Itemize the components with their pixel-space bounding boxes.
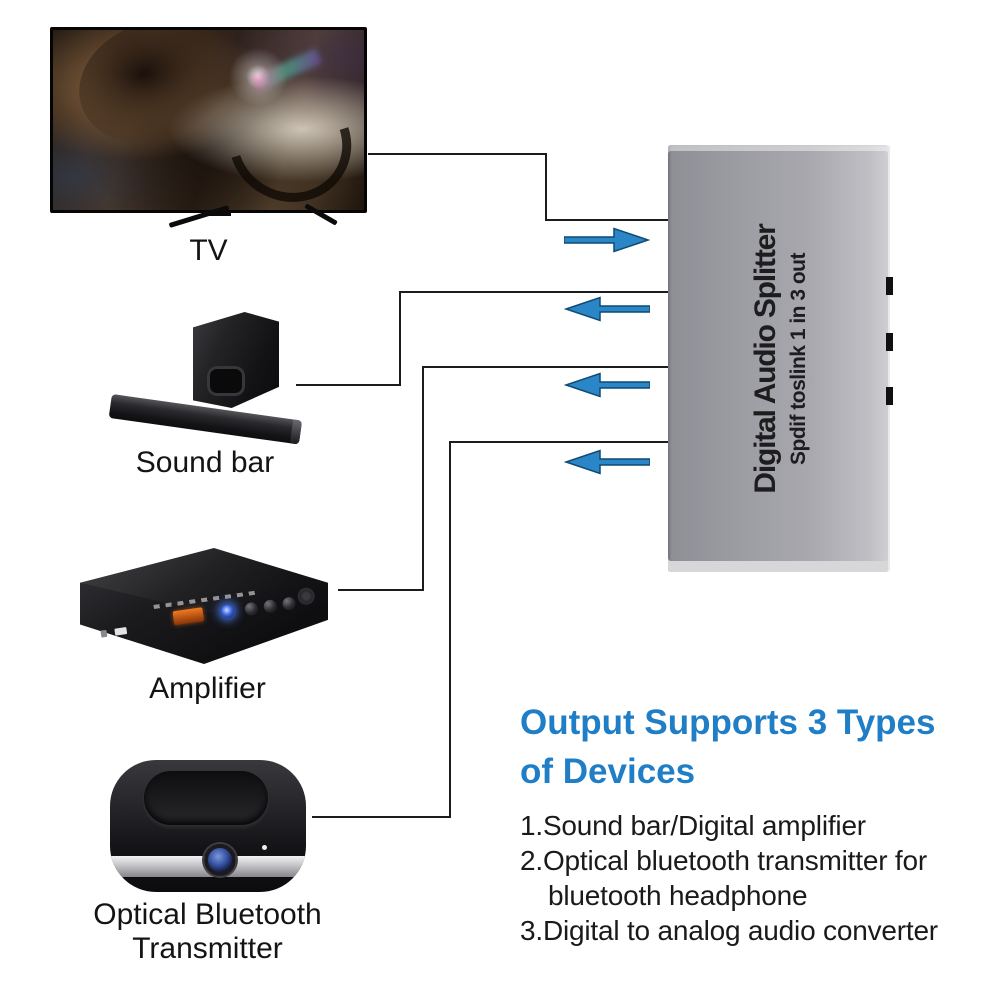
amplifier-grille (296, 586, 316, 606)
subwoofer-image (193, 312, 279, 408)
tv-stand-center (205, 211, 231, 216)
bluetooth-transmitter-button (204, 844, 236, 876)
bluetooth-transmitter-label: Optical Bluetooth Transmitter (60, 898, 355, 966)
wire-bluetooth-horizontal (312, 816, 451, 818)
wire-soundbar-horizontal (296, 384, 401, 386)
wire-amplifier-horizontal (338, 589, 424, 591)
wire-splitter-to-bluetooth (450, 441, 668, 443)
arrow-left-icon (564, 296, 650, 322)
splitter-title: Digital Audio Splitter (749, 223, 782, 494)
bluetooth-transmitter-lid (144, 771, 268, 825)
wire-tv-horizontal (368, 153, 546, 155)
tv-label: TV (189, 234, 228, 267)
soundbar-label: Sound bar (135, 446, 275, 479)
amplifier-knob (262, 598, 278, 614)
amplifier-knob (244, 601, 259, 617)
tv-image (50, 27, 367, 213)
arrow-left-icon (564, 449, 650, 475)
amplifier-image (80, 548, 328, 664)
bluetooth-transmitter-label-line1: Optical Bluetooth (93, 898, 322, 931)
arrow-left-icon (564, 372, 650, 398)
info-heading: Output Supports 3 Types of Devices (520, 698, 990, 796)
arrow-right-icon (564, 227, 650, 253)
amplifier-jack (100, 629, 108, 638)
list-item-line1: 2.Optical bluetooth transmitter for (520, 845, 927, 876)
info-list: 1.Sound bar/Digital amplifier 2.Optical … (520, 808, 1000, 948)
bluetooth-transmitter-image (110, 760, 306, 892)
splitter-output-port (886, 277, 893, 295)
splitter-text: Digital Audio Splitter Spdif toslink 1 i… (745, 149, 811, 569)
info-heading-line2: of Devices (520, 752, 696, 791)
amplifier-usb-port (114, 627, 128, 636)
wire-splitter-to-soundbar (400, 291, 668, 293)
wire-splitter-to-amplifier (423, 366, 668, 368)
wire-amplifier-vertical (422, 366, 424, 591)
splitter-subtitle: Spdif toslink 1 in 3 out (787, 252, 810, 465)
tv-screen-artwork (53, 30, 364, 210)
amplifier-display (172, 607, 205, 626)
bluetooth-transmitter-label-line2: Transmitter (132, 932, 283, 965)
bluetooth-transmitter-led (262, 845, 267, 850)
wire-bluetooth-vertical (449, 441, 451, 818)
list-item-line2: bluetooth headphone (548, 880, 808, 911)
wire-tv-to-splitter (545, 219, 668, 221)
splitter-output-port (886, 333, 893, 351)
list-item: 2.Optical bluetooth transmitter for blue… (520, 843, 1000, 913)
subwoofer-port (206, 365, 245, 397)
list-item: 1.Sound bar/Digital amplifier (520, 810, 866, 841)
amplifier-label: Amplifier (149, 672, 266, 705)
amplifier-knob (281, 596, 297, 611)
amplifier-blue-led (220, 603, 235, 619)
wire-tv-vertical (545, 153, 547, 221)
info-heading-line1: Output Supports 3 Types (520, 703, 936, 742)
wire-soundbar-vertical (399, 291, 401, 386)
splitter-output-port (886, 387, 893, 405)
splitter-image: Digital Audio Splitter Spdif toslink 1 i… (668, 145, 888, 572)
list-item: 3.Digital to analog audio converter (520, 915, 938, 946)
